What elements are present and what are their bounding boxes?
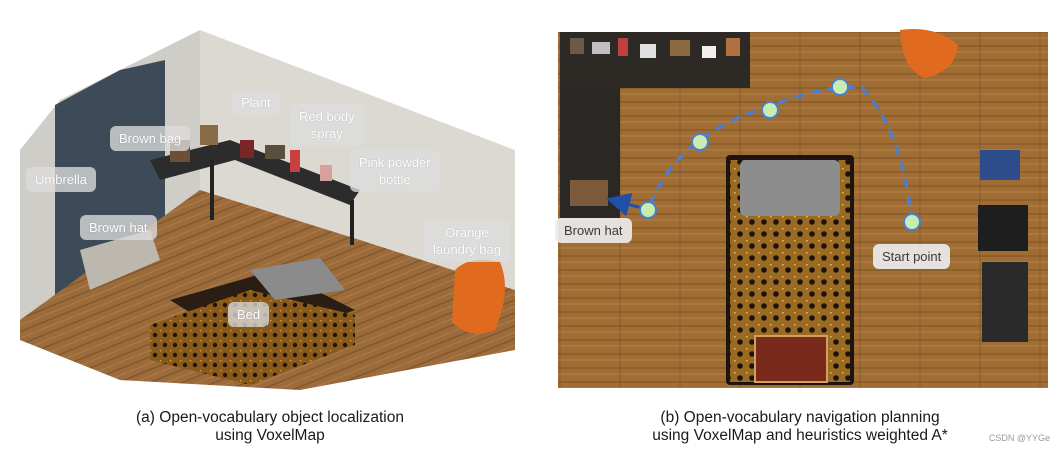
label-umbrella: Umbrella — [26, 167, 97, 192]
caption-panel-b: (b) Open-vocabulary navigation planning … — [652, 409, 948, 444]
desk-leg — [350, 200, 354, 245]
planned-path — [646, 86, 914, 223]
label-pink-powder-bottle: Pink powder bottle — [350, 150, 440, 192]
waypoint — [639, 201, 657, 219]
scene-3d-view — [20, 30, 515, 390]
brown-hat-object — [570, 180, 608, 206]
waypoint — [761, 101, 779, 119]
label-brown-bag: Brown bag — [110, 126, 191, 151]
label-plant: Plant — [232, 90, 280, 115]
map-rug — [754, 335, 828, 383]
label-bed: Bed — [228, 302, 270, 327]
target-arrow — [606, 193, 643, 217]
pillow — [250, 258, 345, 300]
watermark: CSDN @YYGe — [988, 433, 1050, 443]
orange-laundry-bag — [452, 259, 505, 334]
shelf-clutter — [570, 38, 740, 58]
top-down-map — [558, 29, 1048, 388]
waypoint — [903, 213, 921, 231]
shelf — [80, 230, 160, 290]
waypoint — [831, 78, 849, 96]
waypoint — [691, 133, 709, 151]
top-shelf — [560, 32, 750, 88]
label-orange-laundry-bag: Orange laundry bag — [424, 220, 510, 262]
caption-panel-a: (a) Open-vocabulary object localization … — [136, 409, 404, 444]
desk — [150, 140, 360, 205]
right-chair — [978, 205, 1028, 251]
right-cabinet — [982, 262, 1028, 342]
label-brown-hat-map: Brown hat — [555, 218, 632, 243]
label-start-point: Start point — [873, 244, 951, 269]
orange-bag — [900, 29, 958, 78]
bed-rug — [150, 290, 355, 385]
label-red-body-spray: Red body spray — [290, 104, 364, 146]
blue-bag — [980, 150, 1020, 180]
label-brown-hat: Brown hat — [80, 215, 157, 240]
map-pillow — [740, 160, 840, 216]
desk-leg — [210, 160, 214, 220]
